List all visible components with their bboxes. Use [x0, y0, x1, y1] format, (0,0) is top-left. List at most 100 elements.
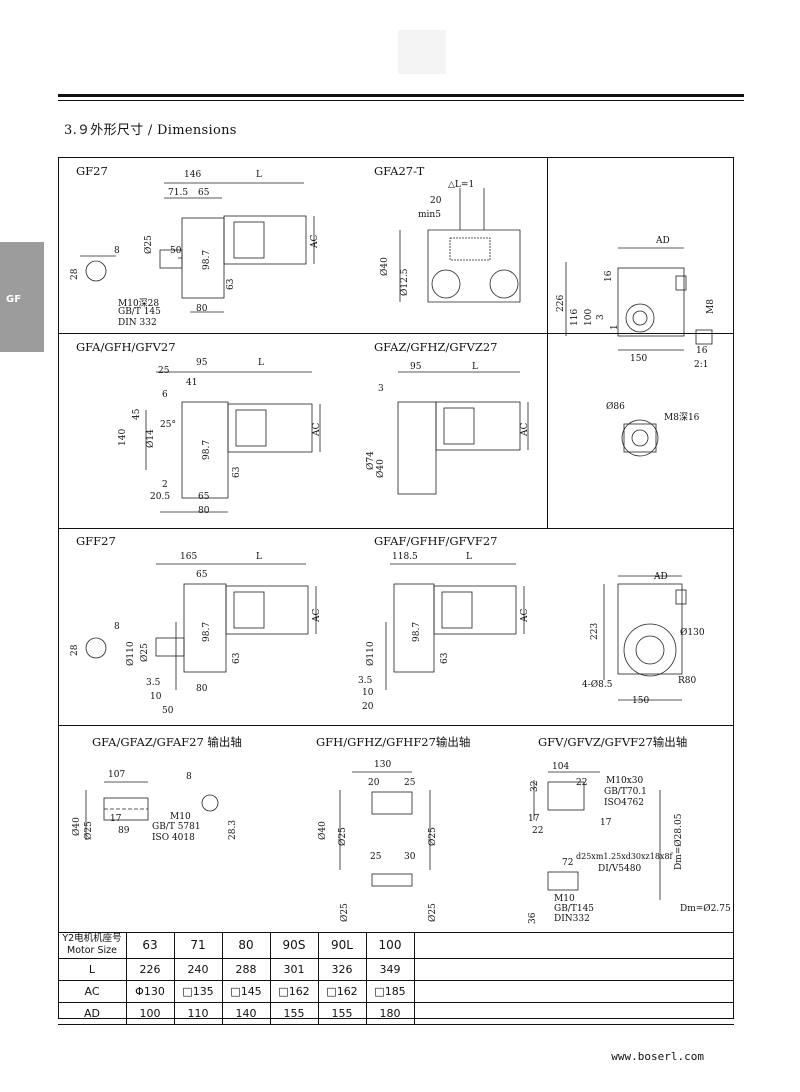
side2-housing [617, 583, 683, 675]
gfa27t-dim-min5: min5 [418, 210, 441, 220]
side1-dim-ad: AD [656, 236, 670, 246]
table-cell: 326 [331, 962, 353, 976]
gfaz27-motor-body [435, 401, 521, 451]
side1-dim-226: 226 [556, 294, 566, 312]
side1-dim-3: 3 [596, 314, 606, 320]
shaft2-dim-d40: Ø40 [318, 821, 328, 840]
panel-title-shaft2: GFH/GFHZ/GFHF27输出轴 [316, 735, 471, 749]
panel-title-shaft3: GFV/GFVZ/GFVF27输出轴 [538, 735, 688, 749]
table-vline [174, 932, 175, 1024]
table-cell: 240 [187, 962, 209, 976]
gf27-motor-body [223, 215, 307, 265]
shaft2-dim-d25b: Ø25 [428, 827, 438, 846]
shaft2-dim-d25d: Ø25 [428, 903, 438, 922]
gfaz27-dim-ac: AC [520, 422, 530, 436]
gf27-dim-d25: Ø25 [144, 235, 154, 254]
shaft2-dim-25a: 25 [404, 778, 416, 788]
side1-dim-m8: M8 [706, 299, 716, 314]
table-cell: □185 [374, 984, 406, 998]
header-rule-thick [58, 94, 744, 97]
gfa27-dim-41: 41 [186, 378, 198, 388]
table-hline [58, 958, 734, 959]
side2-dim-d130: Ø130 [680, 628, 705, 638]
flange-dim-d86: Ø86 [606, 402, 625, 412]
side1-dim-1: 1 [610, 324, 620, 330]
shaft3-dim-dm28: Dm=Ø28.05 [674, 813, 684, 870]
gff27-dim-65: 65 [196, 570, 208, 580]
gff27-dim-63: 63 [232, 652, 242, 664]
gff27-dim-d25: Ø25 [140, 643, 150, 662]
side1-dim-16: 16 [604, 270, 614, 282]
gf27-note-gbt: GB/T 145 [118, 307, 161, 317]
header-logo-placeholder [398, 30, 446, 74]
gfaf27-dim-63: 63 [440, 652, 450, 664]
gfa27-dim-25: 25 [158, 366, 170, 376]
side2-dim-223: 223 [590, 622, 600, 640]
table-header-cell: 100 [378, 938, 402, 952]
shaft3-dim-din5480: DI/V5480 [598, 864, 642, 874]
gff27-dim-d110: Ø110 [126, 641, 136, 666]
shaft3-dim-iso4762: ISO4762 [604, 798, 645, 808]
table-cell: 288 [235, 962, 257, 976]
table-cell: □162 [326, 984, 358, 998]
shaft3-dim-m10: M10 [554, 894, 575, 904]
table-header-cell: 90S [282, 938, 306, 952]
gf27-dim-80: 80 [196, 304, 208, 314]
gfa27-dim-45: 45 [132, 408, 142, 420]
table-header-label: Y2电机机座号 Motor Size [62, 933, 122, 956]
gff27-dim-ac: AC [312, 608, 322, 622]
gfaf27-dim-118-5: 118.5 [392, 552, 418, 562]
table-cell: 301 [283, 962, 305, 976]
gf27-dim-50: 50 [170, 246, 182, 256]
shaft1-dim-17: 17 [110, 814, 122, 824]
footer-url[interactable]: www.boserl.com [611, 1050, 704, 1063]
shaft3-dim-din332: DIN332 [554, 914, 590, 924]
small-flange-outline [621, 419, 659, 457]
side2-dim-4-d8-5: 4-Ø8.5 [582, 680, 613, 690]
table-header-cell: 80 [238, 938, 254, 952]
side2-dim-ad: AD [654, 572, 668, 582]
table-cell: □162 [278, 984, 310, 998]
gfaf27-dim-l: L [466, 552, 472, 562]
shaft1-dim-gbt: GB/T 5781 [152, 822, 201, 832]
section-title: 3.９外形尺寸 / Dimensions [64, 123, 237, 138]
side1-dim-150: 150 [630, 354, 648, 364]
gfa27-dim-80: 80 [198, 506, 210, 516]
side2-dim-r80: R80 [678, 676, 697, 686]
panel-title-gfaz27: GFAZ/GFHZ/GFVZ27 [374, 340, 498, 354]
shaft3-dim-17a: 17 [528, 814, 540, 824]
gf27-dim-ac: AC [310, 234, 320, 248]
gfaf27-dim-10: 10 [362, 688, 374, 698]
shaft2-dim-25b: 25 [370, 852, 382, 862]
shaft1-dim-d40: Ø40 [72, 817, 82, 836]
shaft1-dim-m10: M10 [170, 812, 191, 822]
shaft3-dim-22b: 22 [532, 826, 544, 836]
table-cell: 226 [139, 962, 161, 976]
side-tab[interactable] [0, 242, 44, 352]
gfa27t-housing [427, 229, 521, 303]
table-header-cell: 90L [331, 938, 353, 952]
gfaf27-dim-d110: Ø110 [366, 641, 376, 666]
row-divider-3 [58, 725, 734, 726]
gfaz27-dim-l: L [472, 362, 478, 372]
side1-dim-116: 116 [570, 308, 580, 326]
gfa27-dim-140: 140 [118, 428, 128, 446]
gfa27-dim-25deg: 25° [160, 420, 176, 430]
gf27-dim-146: 146 [184, 170, 202, 180]
gf27-dim-98-7: 98.7 [202, 249, 212, 270]
gfa27-dim-63: 63 [232, 466, 242, 478]
gfaz27-dim-95: 95 [410, 362, 422, 372]
gfaz27-dim-3: 3 [378, 384, 384, 394]
shaft3-dim-dm2-75: Dm=Ø2.75 [680, 904, 731, 914]
drawing-frame [58, 157, 734, 1019]
gf27-dim-63: 63 [226, 278, 236, 290]
header-rule-thin [58, 100, 744, 101]
gf27-shaft-section [85, 260, 107, 282]
gfa27t-dim-d12-5: Ø12.5 [400, 268, 410, 296]
shaft2-lower [371, 873, 413, 887]
gff27-dim-l: L [256, 552, 262, 562]
row-divider-2 [58, 528, 734, 529]
table-cell: 110 [187, 1006, 209, 1020]
gf27-dim-l: L [256, 170, 262, 180]
